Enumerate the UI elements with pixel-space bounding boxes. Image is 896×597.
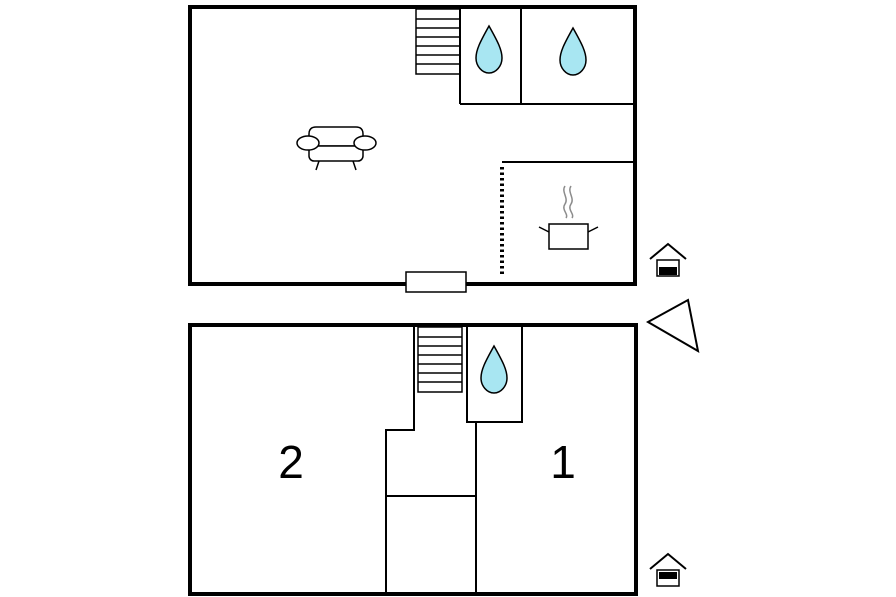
house-floor-icon <box>649 242 687 277</box>
room-label-1: 1 <box>550 436 576 488</box>
upper-stairs <box>415 8 461 75</box>
ground-stairs <box>417 326 463 393</box>
water-drop-icon <box>480 344 508 394</box>
north-arrow-icon <box>645 298 700 353</box>
ground-floor-outer-wall <box>188 323 638 596</box>
ground-interior-walls <box>385 327 523 592</box>
water-drop-icon <box>559 26 587 76</box>
upper-bathroom-walls <box>459 9 633 105</box>
sofa-icon <box>296 126 377 171</box>
ground-floor: 2 1 <box>188 323 638 596</box>
cooking-pot-icon <box>538 223 599 250</box>
upper-floor <box>188 5 637 293</box>
steam-icon <box>563 185 574 219</box>
house-floor-icon <box>649 552 687 587</box>
room-label-2: 2 <box>278 436 304 488</box>
water-drop-icon <box>475 24 503 74</box>
upper-entrance-door <box>405 271 467 293</box>
